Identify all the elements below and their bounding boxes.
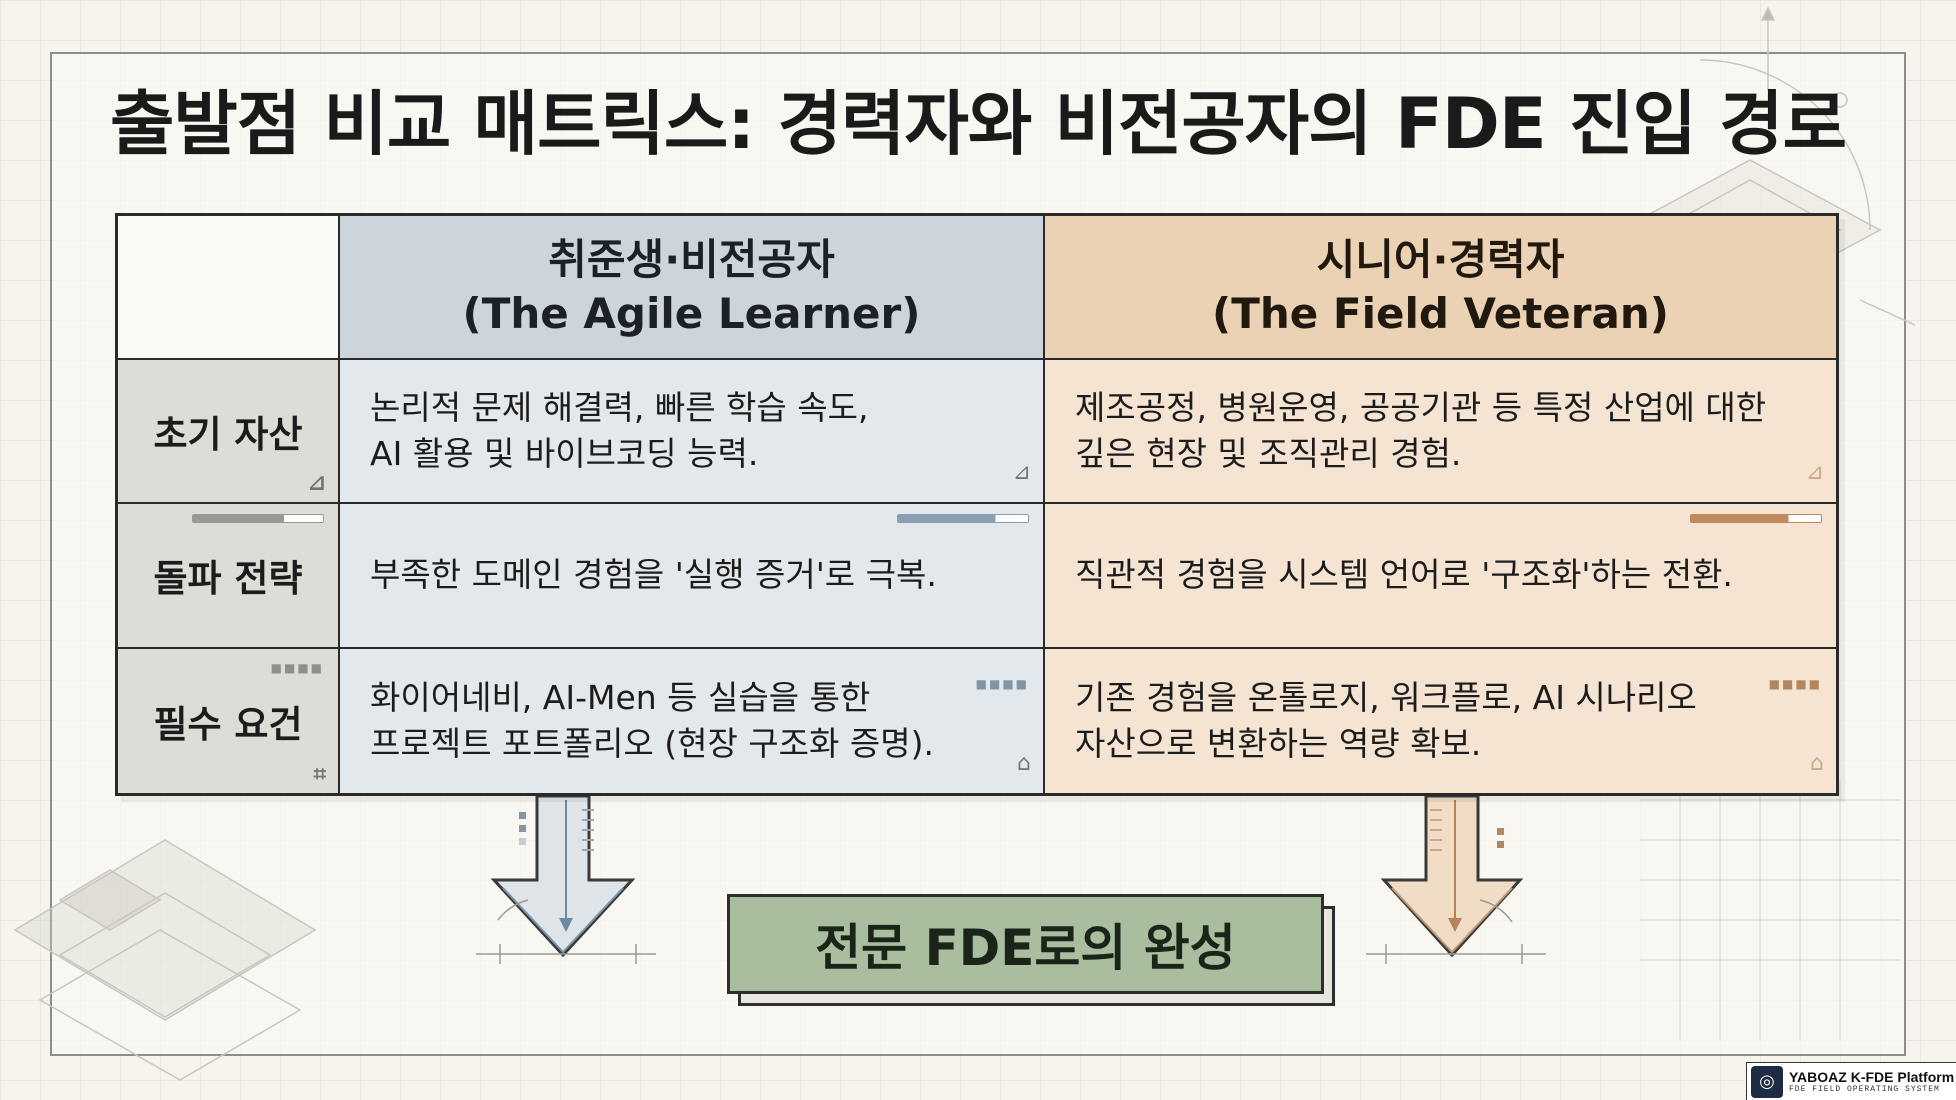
platform-logo-icon: ◎	[1751, 1065, 1783, 1098]
triangle-ruler-icon: ⊿	[1805, 460, 1824, 486]
row-label-text: 돌파 전략	[153, 557, 303, 601]
matrix-corner-cell	[118, 216, 340, 360]
row-label-text: 필수 요건	[153, 702, 303, 746]
cell-veteran-initial-assets: 제조공정, 병원운영, 공공기관 등 특정 산업에 대한 깊은 현장 및 조직관…	[1045, 360, 1836, 505]
arch-icon: ⌂	[1810, 750, 1824, 776]
completion-box: 전문 FDE로의 완성	[727, 894, 1324, 994]
dots-decoration: ■■■■	[270, 660, 324, 675]
cell-learner-initial-assets: 논리적 문제 해결력, 빠른 학습 속도, AI 활용 및 바이브코딩 능력. …	[340, 360, 1045, 505]
progress-bar-decoration	[897, 514, 1029, 524]
platform-badge: ◎ YABOAZ K-FDE Platform FDE FIELD OPERAT…	[1746, 1062, 1956, 1100]
row-label-requirements: ■■■■ 필수 요건 ⌗	[118, 648, 340, 793]
comparison-matrix: 취준생·비전공자 (The Agile Learner) 시니어·경력자 (Th…	[115, 213, 1839, 796]
progress-bar-decoration	[192, 514, 324, 524]
cell-learner-breakthrough-strategy: 부족한 도메인 경험을 '실행 증거'로 극복.	[340, 504, 1045, 649]
cell-line: 논리적 문제 해결력, 빠른 학습 속도,	[370, 388, 869, 428]
cell-line: 프로젝트 포트폴리오 (현장 구조화 증명).	[370, 723, 934, 763]
crop-marks-icon: ⌗	[313, 761, 326, 787]
platform-name: YABOAZ K-FDE Platform	[1789, 1068, 1955, 1085]
cell-line: 깊은 현장 및 조직관리 경험.	[1075, 434, 1462, 474]
platform-subtitle: FDE FIELD OPERATING SYSTEM	[1789, 1084, 1940, 1094]
cell-line: 제조공정, 병원운영, 공공기관 등 특정 산업에 대한	[1075, 388, 1767, 428]
triangle-ruler-icon: ⊿	[307, 471, 326, 497]
column-header-veteran: 시니어·경력자 (The Field Veteran)	[1045, 216, 1836, 360]
row-label-initial-assets: 초기 자산 ⊿	[118, 360, 340, 505]
page-title: 출발점 비교 매트릭스: 경력자와 비전공자의 FDE 진입 경로	[109, 83, 1847, 165]
column-header-veteran-subtitle: (The Field Veteran)	[1212, 289, 1669, 338]
cell-line: 부족한 도메인 경험을 '실행 증거'로 극복.	[370, 555, 937, 595]
cell-line: AI 활용 및 바이브코딩 능력.	[370, 434, 759, 474]
cell-veteran-breakthrough-strategy: 직관적 경험을 시스템 언어로 '구조화'하는 전환.	[1045, 504, 1836, 649]
row-label-breakthrough-strategy: 돌파 전략	[118, 504, 340, 649]
cell-line: 직관적 경험을 시스템 언어로 '구조화'하는 전환.	[1075, 555, 1733, 595]
progress-bar-decoration	[1690, 514, 1822, 524]
column-header-learner-subtitle: (The Agile Learner)	[462, 289, 921, 338]
triangle-ruler-icon: ⊿	[1012, 460, 1031, 486]
column-header-veteran-name: 시니어·경력자	[1316, 235, 1565, 284]
row-label-text: 초기 자산	[153, 413, 303, 457]
cell-learner-requirements: ■■■■ 화이어네비, AI-Men 등 실습을 통한 프로젝트 포트폴리오 (…	[340, 648, 1045, 793]
cell-line: 기존 경험을 온톨로지, 워크플로, AI 시나리오	[1075, 677, 1697, 717]
cell-veteran-requirements: ■■■■ 기존 경험을 온톨로지, 워크플로, AI 시나리오 자산으로 변환하…	[1045, 648, 1836, 793]
cell-line: 자산으로 변환하는 역량 확보.	[1075, 723, 1482, 763]
column-header-learner-name: 취준생·비전공자	[548, 235, 835, 284]
cell-line: 화이어네비, AI-Men 등 실습을 통한	[370, 677, 871, 717]
dots-decoration: ■■■■	[975, 676, 1029, 691]
dots-decoration: ■■■■	[1768, 676, 1822, 691]
column-header-learner: 취준생·비전공자 (The Agile Learner)	[340, 216, 1045, 360]
arch-icon: ⌂	[1017, 750, 1031, 776]
